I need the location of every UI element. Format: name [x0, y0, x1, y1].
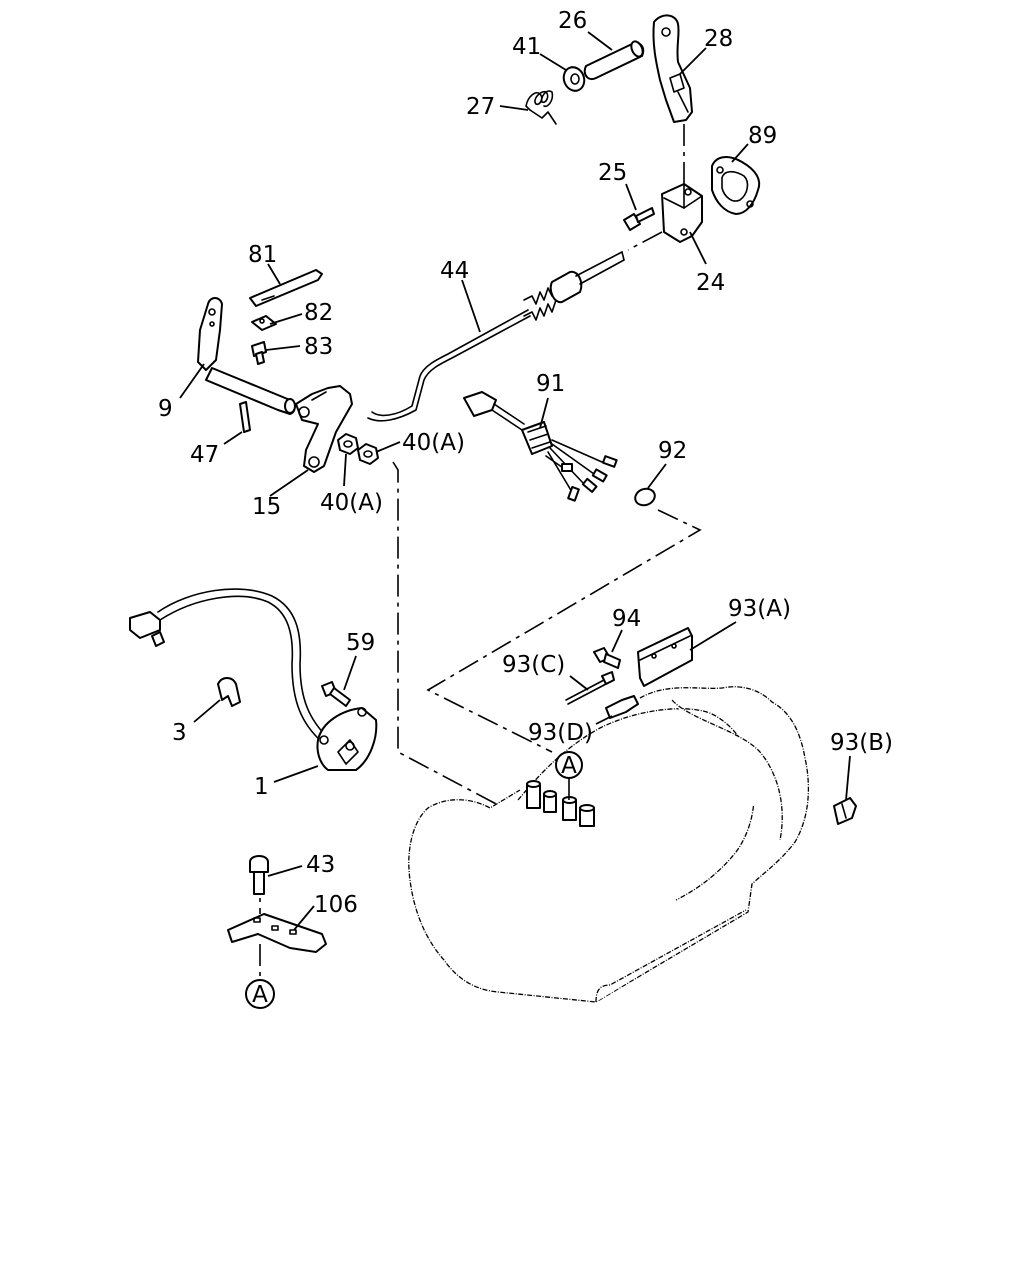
clip-part-93b [833, 797, 857, 825]
leader-lines [179, 31, 851, 931]
spring-part-27 [525, 90, 557, 125]
nut-part-40a-right [357, 443, 379, 465]
plate-part-82 [251, 315, 277, 331]
callout-81: 81 [248, 242, 277, 268]
callout-93c: 93(C) [502, 652, 565, 678]
clip-part-3 [217, 677, 241, 707]
callout-labels: 26 41 27 28 89 25 24 44 81 82 83 9 47 15… [158, 8, 893, 918]
gasket-part-89 [711, 156, 761, 215]
callout-43: 43 [306, 852, 335, 878]
callout-93b: 93(B) [830, 730, 893, 756]
bracket-part-106 [227, 913, 327, 953]
callout-28: 28 [704, 26, 733, 52]
pin-part-47 [239, 401, 251, 433]
shift-lever-part-9 [197, 297, 296, 415]
cable-tie-part-93c [565, 671, 615, 705]
callout-3: 3 [172, 720, 187, 746]
bolt-part-43 [249, 855, 269, 895]
bolt-part-25 [623, 207, 655, 231]
plate-part-81 [249, 269, 323, 307]
callout-93a: 93(A) [728, 596, 791, 622]
selector-lever-part-15 [295, 385, 353, 473]
reference-mark-a-upper-label: A [561, 753, 577, 779]
pin-part-26 [583, 40, 645, 80]
cable-part-44 [367, 251, 625, 422]
screw-part-83 [251, 341, 267, 365]
bracket-part-93a [637, 627, 693, 687]
lever-part-28 [652, 14, 693, 123]
housing-posts [526, 780, 595, 827]
callout-41: 41 [512, 34, 541, 60]
callout-40a-top: 40(A) [402, 430, 465, 456]
bolt-part-94 [593, 647, 621, 669]
callout-26: 26 [558, 8, 587, 34]
callout-92: 92 [658, 438, 687, 464]
reference-mark-a-upper: A [555, 751, 583, 779]
bolt-part-59 [321, 681, 351, 707]
reference-mark-a-lower: A [245, 979, 275, 1009]
callout-94: 94 [612, 606, 641, 632]
o-ring-part-92 [634, 487, 656, 507]
callout-44: 44 [440, 258, 469, 284]
nut-part-40a-left [337, 433, 359, 455]
callout-82: 82 [304, 300, 333, 326]
harness-to-switch [129, 588, 329, 743]
washer-part-41 [562, 66, 586, 92]
reference-mark-a-lower-label: A [252, 982, 268, 1008]
callout-89: 89 [748, 123, 777, 149]
callout-93d: 93(D) [528, 720, 593, 746]
callout-1: 1 [254, 774, 269, 800]
callout-59: 59 [346, 630, 375, 656]
callout-25: 25 [598, 160, 627, 186]
callout-27: 27 [466, 94, 495, 120]
switch-part-1 [316, 707, 378, 771]
callout-15: 15 [252, 494, 281, 520]
bracket-part-24 [661, 183, 703, 243]
transmission-housing [408, 686, 810, 1003]
callout-9: 9 [158, 396, 173, 422]
callout-47: 47 [190, 442, 219, 468]
callout-24: 24 [696, 270, 725, 296]
callout-106: 106 [314, 892, 358, 918]
harness-part-91 [463, 391, 618, 502]
callout-83: 83 [304, 334, 333, 360]
callout-40a-bottom: 40(A) [320, 490, 383, 516]
callout-91: 91 [536, 371, 565, 397]
